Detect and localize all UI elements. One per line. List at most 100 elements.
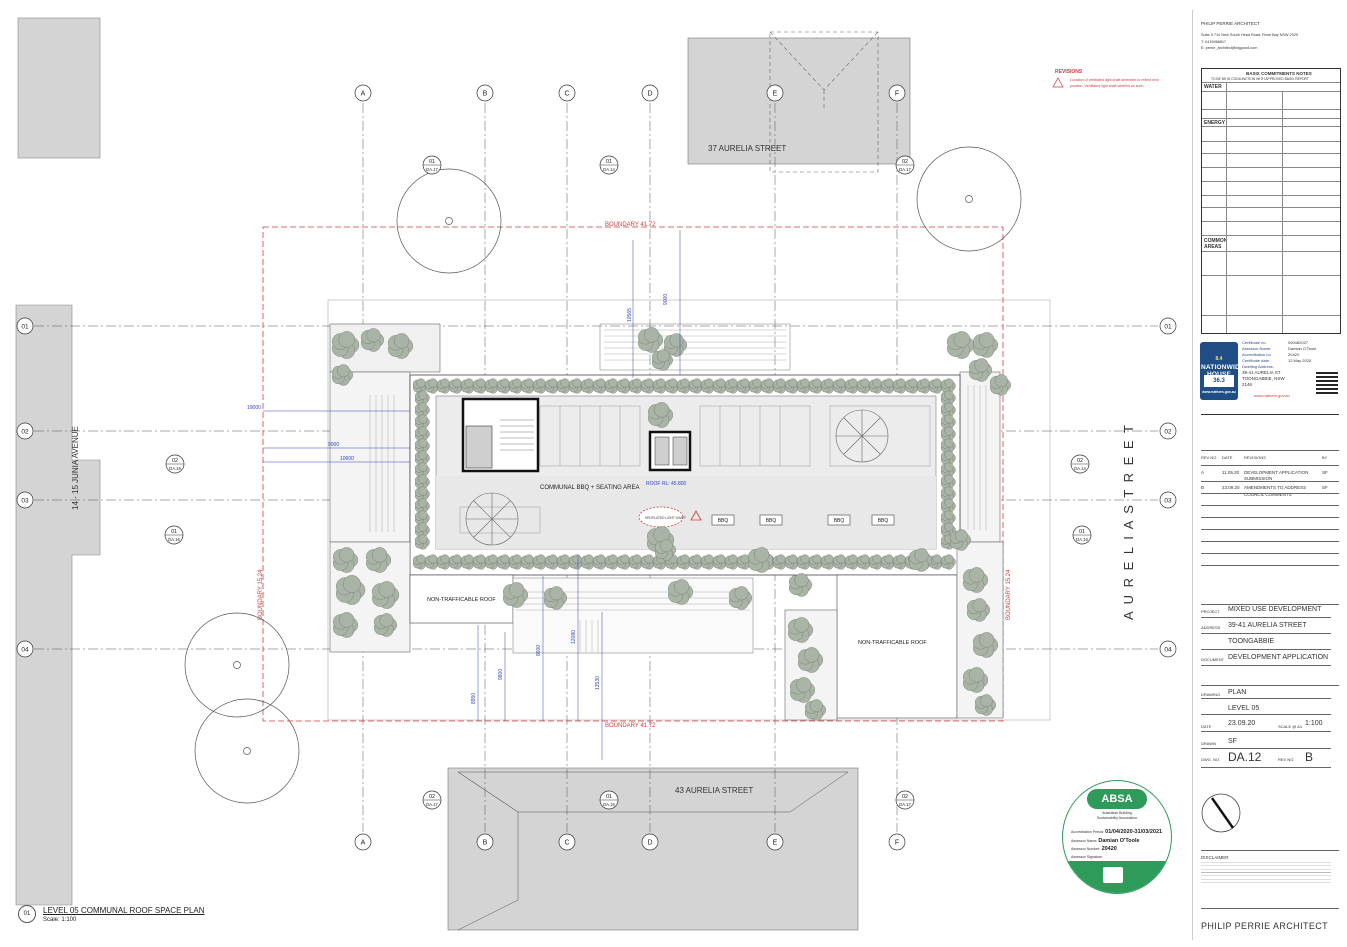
neighbour-building-nw bbox=[17, 17, 101, 159]
grid-bubble-b-bottom: B bbox=[476, 833, 494, 851]
grid-bubble-a-top: A bbox=[354, 84, 372, 102]
shrub bbox=[532, 378, 548, 394]
shrub bbox=[940, 402, 956, 418]
qr-code-icon bbox=[1316, 372, 1338, 394]
shrub bbox=[667, 579, 694, 605]
disclaimer-text-lines bbox=[1201, 862, 1331, 886]
cert-address-1: 39-41 AURELIA ST bbox=[1242, 370, 1281, 375]
dwg-no-value: DA.12 bbox=[1228, 750, 1262, 764]
svg-text:03: 03 bbox=[1164, 498, 1172, 505]
shrub bbox=[788, 573, 812, 597]
cert-label-accreditation: Accreditation no. bbox=[1242, 352, 1272, 357]
absa-assessor-value: Damian O'Toole bbox=[1098, 838, 1140, 844]
shrub bbox=[789, 677, 816, 703]
svg-text:B: B bbox=[483, 840, 488, 847]
shrub bbox=[436, 378, 452, 394]
dim-12080: 12080 bbox=[571, 630, 577, 644]
date-value: 23.09.20 bbox=[1228, 720, 1256, 727]
svg-text:E: E bbox=[773, 91, 778, 98]
revision-row-line bbox=[1201, 541, 1339, 542]
project-value: MIXED USE DEVELOPMENT bbox=[1228, 606, 1322, 613]
cert-value-assessor: Damian O'Toole bbox=[1288, 346, 1317, 351]
boundary-south: BOUNDARY 41.72 bbox=[605, 723, 656, 729]
shrub bbox=[968, 358, 992, 382]
grid-bubble-03-left: 03 bbox=[16, 491, 34, 509]
shrub bbox=[502, 582, 529, 608]
cert-value-date: 12 May 2020 bbox=[1288, 358, 1312, 363]
grid-bubble-04-right: 04 bbox=[1159, 640, 1177, 658]
rev-b-date: 23.09.20 bbox=[1222, 485, 1240, 490]
firm-address-1: Suite 3 710 New South Head Road, Rose Ba… bbox=[1201, 33, 1299, 37]
shrub bbox=[787, 617, 814, 643]
svg-text:01: 01 bbox=[1079, 529, 1085, 535]
rev-no-label: REV NO. bbox=[1278, 757, 1295, 762]
revision-row-line bbox=[1201, 517, 1339, 518]
north-arrow-icon bbox=[1201, 793, 1241, 833]
grid-bubble-01-right: 01 bbox=[1159, 317, 1177, 335]
shrub bbox=[647, 402, 674, 428]
absa-stamp: ABSA Australian Building Sustainability … bbox=[1062, 780, 1172, 894]
svg-text:F: F bbox=[895, 840, 899, 847]
shrub bbox=[972, 332, 999, 358]
svg-text:01: 01 bbox=[171, 529, 177, 535]
bbq-unit-1: BBQ bbox=[711, 514, 735, 526]
absa-number-value: 20420 bbox=[1101, 846, 1117, 852]
shrub bbox=[372, 581, 400, 609]
shrub bbox=[332, 612, 359, 638]
absa-period-value: 01/04/2020-31/03/2021 bbox=[1105, 829, 1163, 835]
revisions-note-title: REVISIONS bbox=[1055, 69, 1083, 75]
cert-address-3: 2146 bbox=[1242, 382, 1253, 387]
shrub bbox=[844, 554, 860, 570]
grid-bubble-c-bottom: C bbox=[558, 833, 576, 851]
basix-title: BASIX COMMITMENTS NOTES bbox=[1246, 71, 1312, 76]
shrub bbox=[652, 378, 668, 394]
drawing-value-1: PLAN bbox=[1228, 689, 1247, 696]
svg-text:DA.15: DA.15 bbox=[169, 466, 181, 471]
boundary-east: BOUNDARY 15.24 bbox=[1006, 569, 1012, 620]
rev-header-date: DATE bbox=[1222, 455, 1233, 460]
svg-text:B: B bbox=[483, 91, 488, 98]
grid-bubble-01-left: 01 bbox=[16, 317, 34, 335]
shrub bbox=[568, 378, 584, 394]
shrub bbox=[331, 364, 353, 386]
shrub bbox=[592, 554, 608, 570]
dim-9800: 9800 bbox=[498, 669, 504, 680]
shrub bbox=[989, 374, 1011, 396]
svg-text:DA.14: DA.14 bbox=[1074, 466, 1086, 471]
basix-areas: AREAS bbox=[1204, 244, 1222, 250]
svg-text:01: 01 bbox=[606, 159, 612, 165]
rev-b-text1: AMENDMENTS TO ADDRESS bbox=[1244, 485, 1307, 490]
svg-text:DA.16: DA.16 bbox=[1076, 537, 1088, 542]
absa-tag1: Australian Building bbox=[1102, 811, 1132, 815]
document-value: DEVELOPMENT APPLICATION bbox=[1228, 654, 1329, 661]
address-value-1: 39-41 AURELIA STREET bbox=[1228, 622, 1307, 629]
shrub bbox=[336, 575, 366, 605]
shrub bbox=[908, 548, 932, 572]
svg-text:02: 02 bbox=[172, 458, 178, 464]
tree-nw bbox=[396, 168, 502, 274]
svg-text:01: 01 bbox=[606, 794, 612, 800]
shrub bbox=[360, 328, 384, 352]
date-label: DATE bbox=[1201, 724, 1212, 729]
revision-row-line bbox=[1201, 529, 1339, 530]
shrub bbox=[412, 378, 428, 394]
shrub bbox=[736, 378, 752, 394]
floor-plan-drawing: 14 - 15 JUNIA AVENUE 37 AURELIA STREET 4… bbox=[15, 17, 1177, 931]
plan-title-name: LEVEL 05 COMMUNAL ROOF SPACE PLAN bbox=[43, 906, 205, 915]
shrub bbox=[949, 529, 971, 551]
dim-8950: 8950 bbox=[471, 693, 477, 704]
scale-value: 1:100 bbox=[1305, 720, 1323, 727]
shrub bbox=[760, 378, 776, 394]
firm-address-3: E: perrie_architect@bigpond.com bbox=[1201, 46, 1258, 50]
firm-address-2: T: 0415968817 bbox=[1201, 40, 1227, 44]
bbq-unit-4: BBQ bbox=[871, 514, 895, 526]
shrub bbox=[940, 378, 956, 394]
shrub bbox=[484, 554, 500, 570]
rev-a-date: 11.05.20 bbox=[1222, 470, 1240, 475]
grid-bubble-c-top: C bbox=[558, 84, 576, 102]
street-label-junia: 14 - 15 JUNIA AVENUE bbox=[71, 426, 80, 510]
absa-signature-label: Assessor Signature bbox=[1071, 855, 1103, 859]
